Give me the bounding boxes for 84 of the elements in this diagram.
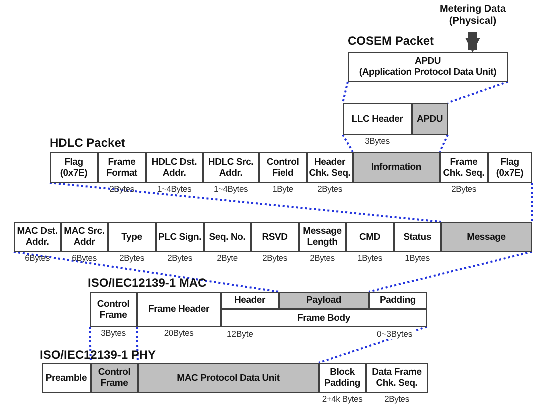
byte-size-label: 0~3Bytes	[376, 329, 414, 339]
field-label: RSVD	[262, 232, 288, 242]
source-label: Metering Data (Physical)	[432, 4, 514, 28]
byte-size-label: 1Byte	[272, 184, 294, 195]
byte-size-label: 2Bytes	[309, 253, 336, 264]
field-label: Message	[467, 232, 506, 242]
byte-size-label: 6Bytes	[24, 253, 51, 264]
field-label: Padding	[380, 295, 416, 306]
field-label: Seq. No.	[209, 232, 246, 242]
byte-size-label: 2+4k Bytes	[321, 394, 364, 405]
field-label: Header Chk. Seq.	[308, 156, 352, 178]
field-label: MAC Src. Addr	[63, 226, 106, 248]
packet-field	[221, 292, 279, 309]
field-label: Preamble	[46, 372, 88, 384]
field-label: Status	[404, 232, 432, 242]
field-label: Control Field	[266, 156, 300, 178]
packet-field	[221, 309, 427, 327]
byte-size-label: 2Byte	[216, 253, 239, 264]
byte-size-label: 2Bytes	[316, 184, 344, 195]
field-label: Frame Header	[148, 304, 210, 315]
field-label: Type	[122, 232, 142, 242]
field-label: HDLC Dst. Addr.	[150, 156, 198, 178]
field-label: Flag (0x7E)	[495, 156, 525, 178]
packet-field	[42, 363, 91, 393]
section-title: COSEM Packet	[348, 34, 434, 48]
byte-size-label: 1Bytes	[404, 253, 431, 264]
byte-size-label: 12Byte	[226, 329, 254, 339]
projection-line	[136, 326, 139, 364]
field-label: HDLC Src. Addr.	[207, 156, 255, 178]
field-label: APDU	[414, 56, 442, 67]
packet-field	[488, 152, 532, 183]
field-label: Frame Chk. Seq.	[442, 156, 486, 178]
projection-line	[342, 134, 354, 152]
field-label: (Application Protocol Data Unit)	[359, 67, 497, 78]
byte-size-label: 3Bytes	[364, 136, 391, 147]
field-label: PLC Sign.	[158, 232, 202, 242]
byte-size-label: 1~4Bytes	[212, 184, 250, 195]
field-label: Information	[371, 162, 422, 173]
field-label: MAC Protocol Data Unit	[177, 372, 280, 384]
byte-size-label: 2Bytes	[166, 253, 194, 264]
field-label: LLC Header	[352, 114, 404, 124]
byte-size-label: 1Bytes	[356, 253, 384, 264]
field-label: Message Length	[302, 226, 343, 248]
field-label: Control Frame	[96, 298, 131, 320]
field-label: Control Frame	[97, 367, 132, 389]
field-label: Flag (0x7E)	[59, 156, 89, 178]
highlighted-packet-field	[91, 363, 138, 393]
byte-size-label: 2Bytes	[108, 184, 136, 195]
highlighted-packet-field	[353, 152, 440, 183]
projection-line	[531, 183, 533, 222]
packet-field	[369, 292, 427, 309]
field-label: APDU	[416, 114, 444, 124]
packet-field	[348, 52, 508, 82]
byte-size-label: 6Bytes	[71, 253, 98, 264]
field-label: Frame Format	[106, 156, 138, 178]
projection-line	[318, 326, 428, 364]
field-label: Block Padding	[323, 367, 362, 389]
projection-line	[368, 251, 532, 293]
highlighted-packet-field	[412, 103, 448, 135]
byte-size-label: 3Bytes	[100, 328, 127, 339]
highlighted-packet-field	[138, 363, 319, 393]
section-title: ISO/IEC12139-1 PHY	[40, 348, 156, 362]
field-label: Data Frame Chk. Seq.	[371, 367, 423, 389]
arrow	[466, 32, 480, 53]
highlighted-packet-field	[279, 292, 369, 309]
projection-line	[439, 134, 449, 152]
section-title: ISO/IEC12139-1 MAC	[88, 276, 207, 290]
byte-size-label: 1~4Bytes	[156, 184, 193, 195]
projection-line	[342, 82, 349, 104]
byte-size-label: 2Bytes	[118, 253, 146, 264]
packet-field	[50, 152, 98, 183]
field-label: CMD	[359, 232, 381, 242]
field-label: Payload	[306, 295, 342, 306]
byte-size-label: 2Bytes	[450, 184, 478, 195]
projection-line	[50, 182, 442, 223]
field-label: Frame Body	[298, 312, 350, 324]
field-label: Header	[234, 295, 266, 306]
section-title: HDLC Packet	[50, 136, 126, 150]
highlighted-packet-field	[441, 222, 532, 252]
projection-line	[448, 81, 508, 104]
field-label: MAC Dst. Addr.	[16, 226, 59, 248]
projection-line	[14, 251, 280, 293]
projection-line	[89, 326, 92, 364]
byte-size-label: 2Bytes	[262, 253, 288, 264]
